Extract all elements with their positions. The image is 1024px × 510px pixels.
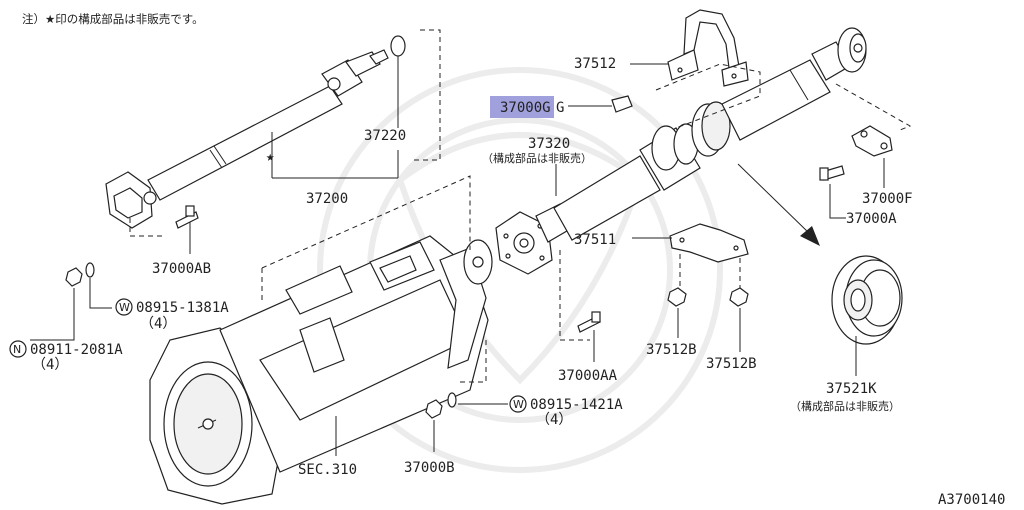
- qty-08911-2081A: （4）: [32, 357, 68, 373]
- label-37000AA: 37000AA: [558, 368, 618, 384]
- nut-37512B-2[interactable]: [729, 287, 749, 307]
- washer-08915-1421A[interactable]: [447, 392, 457, 408]
- nut-symbol-icon: [9, 340, 27, 358]
- svg-text:W: W: [119, 301, 130, 314]
- note-37521K: （構成部品は非販売）: [790, 399, 900, 413]
- plug-37220[interactable]: [390, 35, 406, 57]
- arrow-icon: [800, 226, 820, 246]
- bracket-37511[interactable]: [669, 223, 749, 263]
- qty-08915-1421A: （4）: [536, 412, 572, 428]
- label-37511: 37511: [574, 232, 616, 248]
- nut-08911-2081A[interactable]: [65, 267, 83, 287]
- label-37000A: 37000A: [846, 211, 897, 227]
- qty-08915-1381A: （4）: [140, 316, 176, 332]
- label-37512: 37512: [574, 56, 616, 72]
- washer-symbol-icon: [509, 395, 527, 413]
- label-sec310: SEC.310: [298, 462, 357, 478]
- highlight-37000G: [490, 96, 554, 118]
- label-08915-1421A: 08915-1421A: [530, 397, 623, 413]
- label-37000AB: 37000AB: [152, 261, 211, 277]
- propeller-shaft-37320[interactable]: [495, 27, 867, 275]
- label-37200: 37200: [306, 191, 348, 207]
- svg-text:W: W: [513, 398, 524, 411]
- propeller-shaft-37200[interactable]: [105, 49, 389, 229]
- label-37220: 37220: [364, 128, 406, 144]
- label-37512B-2: 37512B: [706, 356, 757, 372]
- label-37512B-1: 37512B: [646, 342, 697, 358]
- label-37320: 37320: [528, 136, 570, 152]
- bolt-37000AA[interactable]: [577, 311, 601, 333]
- star-mark: ★: [266, 149, 275, 165]
- bolt-37000A[interactable]: [819, 165, 845, 181]
- label-37000G[interactable]: 37000G: [500, 100, 551, 116]
- label-37000B: 37000B: [404, 460, 455, 476]
- washer-symbol-icon: [115, 298, 133, 316]
- center-support-bracket-37512[interactable]: [667, 9, 749, 87]
- gasket-37000F[interactable]: [851, 125, 893, 157]
- non-sale-note: 注）★印の構成部品は非販売です。: [22, 12, 204, 26]
- svg-text:G: G: [556, 100, 564, 116]
- washer-08915-1381A[interactable]: [85, 262, 95, 278]
- label-08915-1381A: 08915-1381A: [136, 300, 229, 316]
- nut-37000B[interactable]: [425, 399, 443, 419]
- center-bearing-37521K[interactable]: [831, 255, 903, 345]
- nut-37512B-1[interactable]: [667, 287, 687, 307]
- figure-id: A3700140: [938, 492, 1005, 508]
- note-37320: （構成部品は非販売）: [482, 151, 592, 165]
- transmission-assembly: [149, 235, 493, 505]
- bolt-37000AB[interactable]: [175, 205, 199, 229]
- grease-fitting-37000G[interactable]: [611, 95, 633, 113]
- svg-text:N: N: [13, 343, 21, 356]
- label-37000F: 37000F: [862, 191, 913, 207]
- label-08911-2081A: 08911-2081A: [30, 342, 123, 358]
- label-37521K: 37521K: [826, 381, 877, 397]
